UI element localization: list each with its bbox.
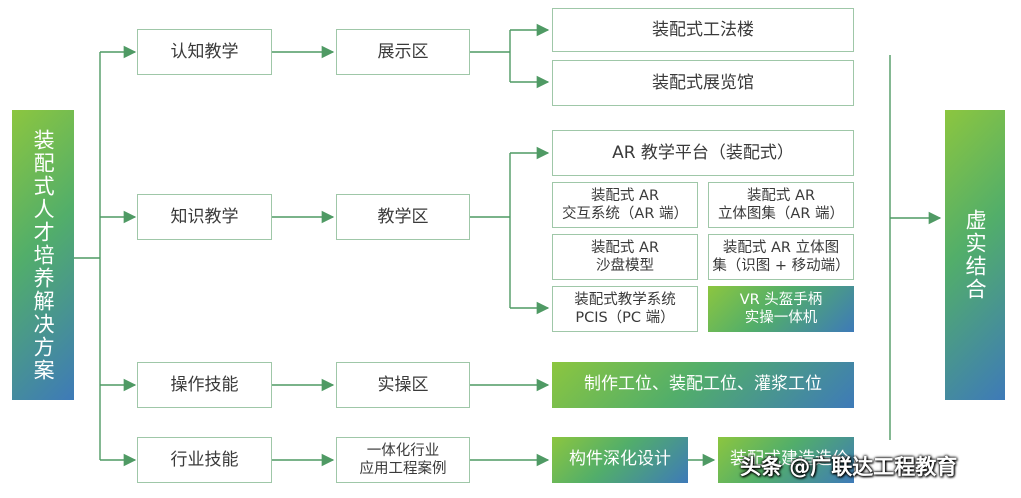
- ar-3d-atlas-node: 装配式 AR 立体图集（AR 端）: [708, 182, 854, 228]
- cognitive-teaching-node: 认知教学: [137, 29, 272, 75]
- display-area-node: 展示区: [336, 29, 470, 75]
- ar-interactive-system-node: 装配式 AR 交互系统（AR 端）: [552, 182, 698, 228]
- ar-teaching-platform-node: AR 教学平台（装配式）: [552, 130, 854, 176]
- knowledge-teaching-node: 知识教学: [137, 194, 272, 240]
- solution-title-label: 装配式人才培养解决方案: [12, 110, 74, 400]
- watermark-text: 头条 @广联达工程教育: [740, 455, 958, 479]
- construction-cost-node: 装配式建造造价: [718, 437, 854, 483]
- virtual-real-combination-label: 虚实结合: [945, 110, 1005, 400]
- ar-3d-atlas-mobile-node: 装配式 AR 立体图 集（识图 + 移动端）: [708, 234, 854, 280]
- teaching-area-node: 教学区: [336, 194, 470, 240]
- practice-area-node: 实操区: [336, 362, 470, 408]
- exhibition-hall-node: 装配式展览馆: [552, 60, 854, 106]
- vr-headset-node: VR 头盔手柄 实操一体机: [708, 286, 854, 332]
- pcis-teaching-system-node: 装配式教学系统 PCIS（PC 端）: [552, 286, 698, 332]
- ar-sandbox-model-node: 装配式 AR 沙盘模型: [552, 234, 698, 280]
- construction-method-building-node: 装配式工法楼: [552, 8, 854, 52]
- workstations-node: 制作工位、装配工位、灌浆工位: [552, 362, 854, 408]
- engineering-case-node: 一体化行业 应用工程案例: [336, 437, 470, 483]
- industry-skill-node: 行业技能: [137, 437, 272, 483]
- operation-skill-node: 操作技能: [137, 362, 272, 408]
- component-design-node: 构件深化设计: [552, 437, 688, 483]
